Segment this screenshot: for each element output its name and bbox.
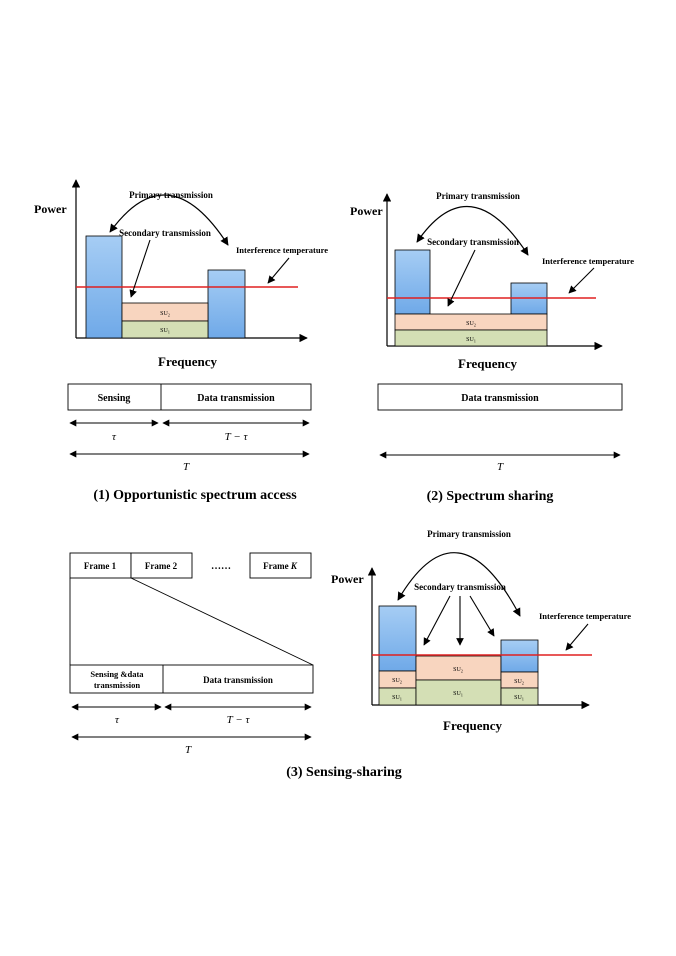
sensing-data-label-line1: Sensing &data bbox=[90, 669, 144, 679]
period-label: T bbox=[497, 461, 504, 473]
primary-label: Primary transmission bbox=[436, 191, 520, 201]
interference-label: Interference temperature bbox=[236, 245, 328, 255]
interference-label: Interference temperature bbox=[539, 611, 631, 621]
period-label: T bbox=[185, 744, 192, 756]
primary-arc bbox=[397, 552, 521, 617]
frequency-label: Frequency bbox=[458, 356, 517, 371]
primary-bar-right bbox=[207, 269, 246, 339]
caption-3: (3) Sensing-sharing bbox=[286, 765, 402, 780]
su1-block bbox=[121, 320, 209, 339]
su1-label-left: SU1 bbox=[392, 695, 402, 702]
frame-sensing-label: Sensing bbox=[98, 393, 131, 404]
primary-bar-right bbox=[500, 639, 539, 673]
caption-2: (2) Spectrum sharing bbox=[427, 489, 554, 504]
power-label: Power bbox=[331, 572, 364, 586]
su1-block-middle bbox=[415, 679, 502, 706]
power-label: Power bbox=[34, 202, 67, 216]
frame-data-label: Data transmission bbox=[197, 393, 275, 404]
primary-arc bbox=[109, 194, 229, 246]
frame-1-label: Frame 1 bbox=[84, 561, 117, 571]
primary-arc bbox=[416, 206, 529, 256]
frame-box bbox=[377, 383, 623, 411]
primary-label: Primary transmission bbox=[129, 190, 213, 200]
secondary-arrow bbox=[129, 239, 151, 298]
panel-sensing-sharing-spectrum: Power Frequency SU2 SU1 SU2 SU1 SU2 SU1 … bbox=[331, 529, 631, 733]
su1-block bbox=[394, 329, 548, 347]
secondary-arrow-left bbox=[423, 595, 451, 646]
t-minus-tau-label: T − τ bbox=[225, 431, 249, 443]
primary-label: Primary transmission bbox=[427, 529, 511, 539]
secondary-label: Secondary transmission bbox=[119, 228, 211, 238]
secondary-arrow-right bbox=[469, 595, 495, 637]
frame-2-label: Frame 2 bbox=[145, 561, 178, 571]
su2-label-middle: SU2 bbox=[453, 667, 463, 674]
su2-label-left: SU2 bbox=[392, 678, 402, 685]
primary-bar-left bbox=[394, 249, 431, 315]
secondary-label: Secondary transmission bbox=[414, 582, 506, 592]
frame-2-box bbox=[130, 552, 193, 579]
tau-label: τ bbox=[112, 431, 117, 443]
t-minus-tau-label: T − τ bbox=[227, 714, 251, 726]
su1-block-right bbox=[500, 687, 539, 706]
primary-bar-left bbox=[378, 605, 417, 672]
panel-opportunistic-access: Power Frequency SU2 SU1 Primary transmis… bbox=[34, 179, 328, 503]
period-label: T bbox=[183, 461, 190, 473]
tau-label: τ bbox=[115, 714, 120, 726]
frame-k-box bbox=[249, 552, 312, 579]
zoom-line-right bbox=[130, 577, 314, 666]
secondary-label: Secondary transmission bbox=[427, 237, 519, 247]
frames-ellipsis: …… bbox=[211, 561, 231, 572]
sensing-data-label-line2: transmission bbox=[94, 680, 141, 690]
expanded-frame-box bbox=[69, 664, 314, 694]
caption-1: (1) Opportunistic spectrum access bbox=[93, 488, 297, 503]
interference-label: Interference temperature bbox=[542, 256, 634, 266]
interference-arrow bbox=[267, 257, 290, 284]
frequency-label: Frequency bbox=[158, 354, 217, 369]
frame-data-label: Data transmission bbox=[461, 393, 539, 404]
frequency-label: Frequency bbox=[443, 718, 502, 733]
power-label: Power bbox=[350, 204, 383, 218]
interference-arrow bbox=[565, 623, 589, 651]
panel-sensing-sharing-frames: Frame 1 Frame 2 …… Frame K Sensing &data… bbox=[69, 552, 402, 780]
su2-label-right: SU2 bbox=[514, 679, 524, 686]
frame-k-label: Frame K bbox=[263, 561, 298, 571]
data-transmission-label: Data transmission bbox=[203, 675, 273, 685]
su2-label: SU2 bbox=[160, 311, 170, 318]
interference-arrow bbox=[568, 267, 595, 294]
su1-label-right: SU1 bbox=[514, 695, 524, 702]
su1-label: SU1 bbox=[160, 328, 170, 335]
su1-label-middle: SU1 bbox=[453, 691, 463, 698]
panel-spectrum-sharing: Power Frequency SU2 SU1 Primary transmis… bbox=[350, 191, 634, 504]
frame-box bbox=[67, 383, 312, 411]
secondary-arrow bbox=[447, 249, 476, 307]
su1-label: SU1 bbox=[466, 337, 476, 344]
su2-label: SU2 bbox=[466, 321, 476, 328]
